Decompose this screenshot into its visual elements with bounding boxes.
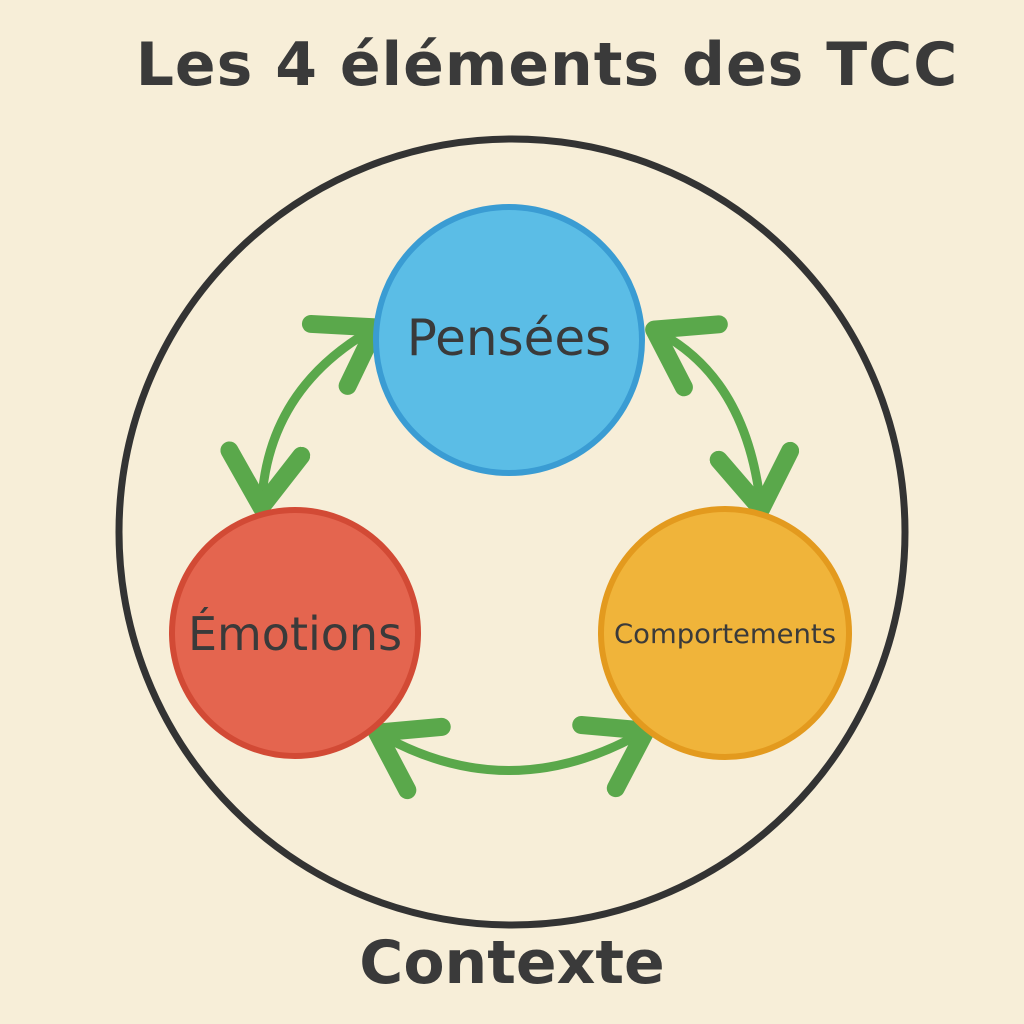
thoughts-circle — [373, 204, 645, 476]
node-emotions: Émotions — [169, 507, 421, 759]
behaviors-circle — [598, 506, 852, 760]
node-thoughts: Pensées — [373, 204, 645, 476]
thoughts-label: Pensées — [407, 309, 611, 367]
node-behaviors: Comportements — [598, 506, 852, 760]
arrow-emotions-behaviors — [368, 715, 655, 800]
arrow-thoughts-behaviors — [645, 315, 800, 518]
emotions-circle — [169, 507, 421, 759]
behaviors-label: Comportements — [614, 619, 836, 650]
arrow-thoughts-emotions — [220, 314, 385, 516]
diagram-title: Les 4 éléments des TCC — [135, 30, 959, 100]
emotions-label: Émotions — [188, 607, 402, 661]
context-circle — [115, 135, 909, 929]
context-label: Contexte — [359, 928, 665, 998]
